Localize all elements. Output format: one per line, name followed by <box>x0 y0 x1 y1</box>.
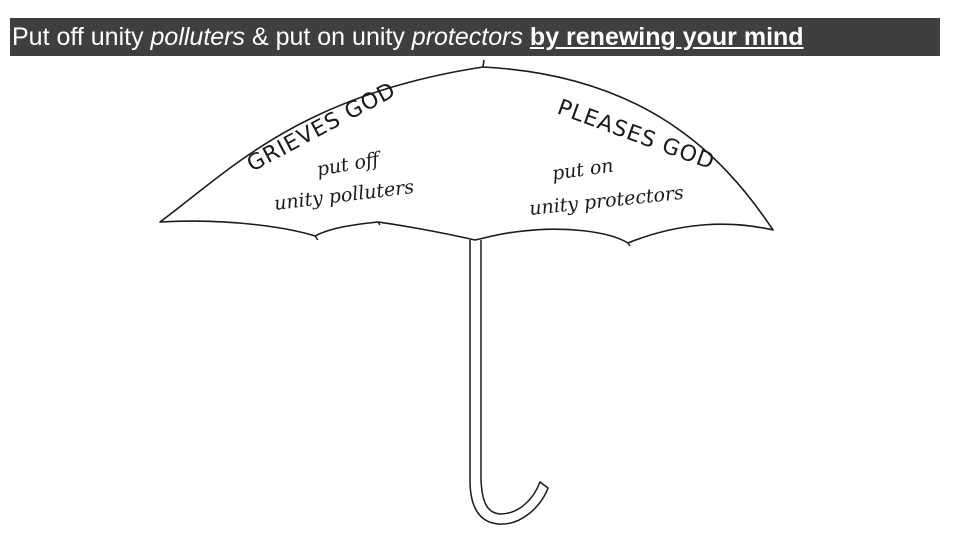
unity-protectors-label: unity protectors <box>528 182 685 220</box>
umbrella-handle <box>470 240 548 524</box>
unity-polluters-label: unity polluters <box>273 176 416 215</box>
umbrella-tip <box>483 60 484 67</box>
umbrella-rib-tips <box>315 222 630 246</box>
put-off-label: put off <box>315 148 384 181</box>
put-on-label: put on <box>551 155 615 185</box>
